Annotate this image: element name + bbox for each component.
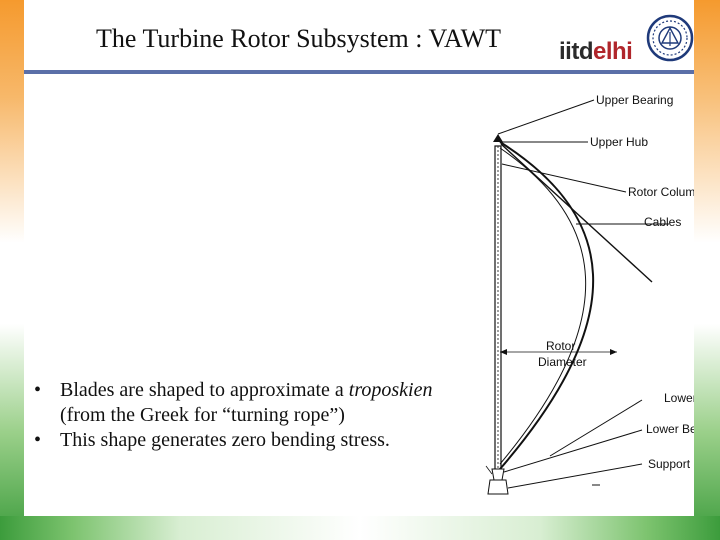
label-rotor-column: Rotor Column xyxy=(628,185,694,199)
bullet-dot: • xyxy=(34,379,42,401)
label-rotor-diameter-line1: Rotor xyxy=(546,339,575,353)
support-stand-shape xyxy=(487,479,509,495)
slide-title: The Turbine Rotor Subsystem : VAWT xyxy=(96,24,502,53)
bullet-text-end: (from the Greek for “turning rope”) xyxy=(60,404,345,426)
label-lower-hub: Lower Hub xyxy=(664,391,694,405)
iitd-logo-text: iitdelhi xyxy=(559,38,633,66)
label-upper-bearing: Upper Bearing xyxy=(596,93,673,107)
label-rotor-diameter-line2: Diameter xyxy=(538,355,587,369)
bullet-item: • Blades are shaped to approximate a trop… xyxy=(32,378,472,428)
bullet-dot: • xyxy=(34,429,42,451)
label-cables: Cables xyxy=(644,215,681,229)
title-divider xyxy=(24,70,694,74)
blade-inner xyxy=(499,147,587,465)
bullet-list: • Blades are shaped to approximate a trop… xyxy=(32,378,472,453)
flag-bottom-border xyxy=(0,516,720,540)
label-upper-hub: Upper Hub xyxy=(590,135,648,149)
logo-text-part2: elhi xyxy=(593,38,633,65)
bullet-italic-term: troposkien xyxy=(348,379,433,401)
flag-right-border xyxy=(694,0,720,540)
logo-text-part1: iitd xyxy=(559,38,594,65)
bullet-item: • This shape generates zero bending stres… xyxy=(32,428,472,453)
cable-line xyxy=(500,143,653,283)
iitd-emblem-icon xyxy=(646,14,694,62)
flag-left-border xyxy=(0,0,24,540)
label-lower-bearing: Lower Bearing xyxy=(646,422,694,436)
bullet-text: This shape generates zero bending stress… xyxy=(60,429,390,451)
vawt-rotor-diagram: Upper Bearing Upper Hub Rotor Column Cab… xyxy=(485,93,694,495)
bullet-text: Blades are shaped to approximate a xyxy=(60,379,349,401)
upper-hub-shape xyxy=(493,134,503,142)
slide: The Turbine Rotor Subsystem : VAWT iitde… xyxy=(24,0,694,516)
lower-hub-shape xyxy=(491,468,505,481)
label-support-stand: Support Stand xyxy=(648,457,694,471)
blade-outer xyxy=(499,141,594,470)
